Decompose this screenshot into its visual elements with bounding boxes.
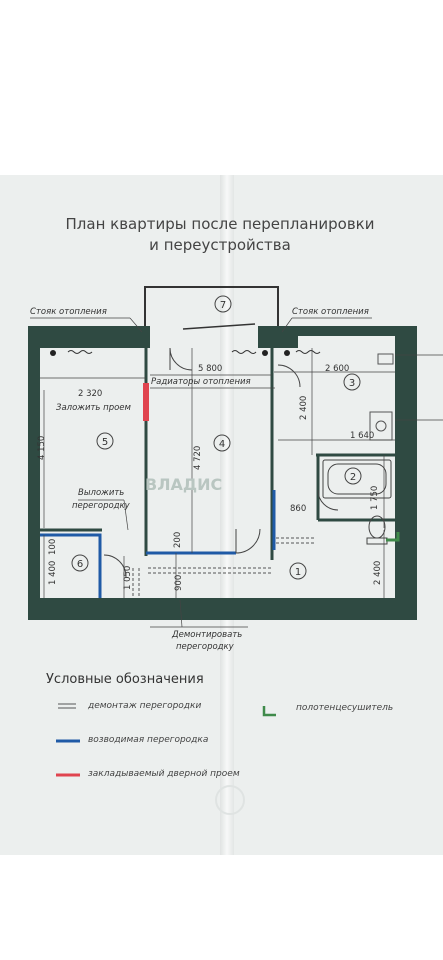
room-7-label: 7 — [220, 300, 226, 311]
legend-symbols — [56, 703, 276, 777]
dimension-2400-bottom: 2 400 — [373, 561, 383, 585]
balcony-door-line — [182, 323, 256, 330]
riser-mid-icon — [262, 350, 268, 356]
dimension-1050: 1 050 — [123, 566, 133, 590]
page-title: План квартиры после перепланировки и пер… — [65, 215, 375, 254]
dismantled-partitions — [132, 537, 316, 598]
dimension-lines — [40, 348, 395, 598]
dimension-4150: 4 150 — [37, 436, 47, 460]
dimension-2400-top: 2 400 — [299, 396, 309, 420]
dimension-900: 900 — [174, 575, 184, 591]
new-partitions — [40, 490, 276, 598]
towel-dryer-icon — [386, 532, 400, 542]
room-4-label: 4 — [219, 439, 225, 450]
radiators — [67, 350, 321, 354]
leader-lines — [30, 317, 443, 628]
room-markers — [71, 295, 362, 580]
outer-walls — [28, 326, 417, 620]
legend-item-dismantle: демонтаж перегородки — [88, 701, 202, 711]
legend-item-closed-opening: закладываемый дверной проем — [88, 769, 240, 779]
dimension-100: 100 — [48, 539, 58, 555]
riser-left-note: Стояк отопления — [30, 307, 107, 317]
dismantle-note-2: перегородку — [176, 642, 235, 652]
closed-opening — [143, 383, 149, 421]
interior-walls — [40, 348, 395, 560]
riser-right-icon — [284, 350, 290, 356]
balcony-outline — [144, 286, 279, 330]
watermark-text: ВЛАДИС — [145, 475, 222, 494]
radiators-note: Радиаторы отопления — [151, 377, 251, 387]
dimension-860: 860 — [290, 504, 306, 514]
room-5-label: 5 — [102, 437, 108, 448]
room-2-label: 2 — [350, 472, 356, 483]
dimension-1640: 1 640 — [350, 431, 374, 441]
dimension-200: 200 — [173, 532, 183, 548]
paper-fold — [220, 175, 234, 855]
dismantle-note-1: Демонтировать — [171, 630, 242, 640]
dimension-4720: 4 720 — [193, 446, 203, 470]
legend-title: Условные обозначения — [46, 672, 204, 687]
dimension-5800: 5 800 — [198, 364, 222, 374]
room-3-label: 3 — [349, 378, 355, 389]
kitchen-fixtures — [369, 353, 394, 441]
dimension-1400: 1 400 — [48, 561, 58, 585]
build-partition-note-1: Выложить — [78, 488, 124, 498]
watermark-logo — [215, 785, 245, 815]
dimension-1750: 1 750 — [370, 486, 380, 510]
dimension-2320: 2 320 — [78, 389, 102, 399]
room-6-label: 6 — [77, 559, 83, 570]
door-swings — [103, 347, 339, 578]
dimension-2600: 2 600 — [325, 364, 349, 374]
legend-item-new-partition: возводимая перегородка — [88, 735, 209, 745]
room-1-label: 1 — [295, 567, 301, 578]
riser-left-icon — [50, 350, 56, 356]
bath-fixtures — [322, 459, 392, 545]
legend-item-towel-dryer: полотенцесушитель — [296, 703, 394, 713]
close-opening-note: Заложить проем — [56, 403, 132, 413]
riser-right-note: Стояк отопления — [292, 307, 369, 317]
build-partition-note-2: перегородку — [72, 501, 131, 511]
